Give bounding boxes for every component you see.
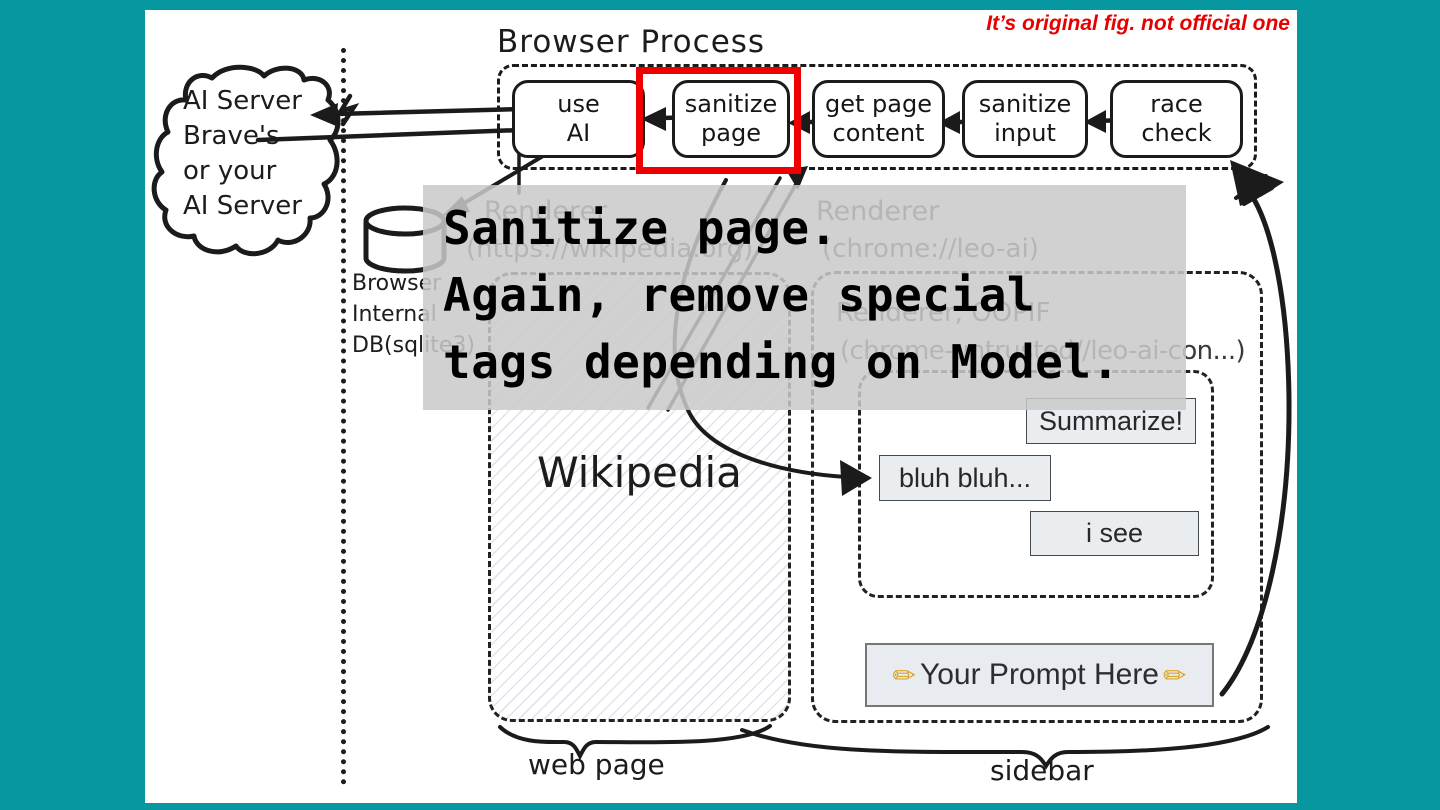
network-boundary-dotted-line bbox=[341, 48, 346, 785]
box-sanitize-page: sanitize page bbox=[672, 80, 790, 158]
pencil-icon: ✏ bbox=[1163, 659, 1187, 691]
box-use-ai-line1: use bbox=[557, 90, 600, 118]
disclaimer-note: It’s original fig. not official one bbox=[986, 12, 1290, 35]
box-sanitize-input-line2: input bbox=[994, 119, 1056, 147]
chat-bubble-bluh: bluh bluh... bbox=[879, 455, 1051, 501]
prompt-input-box: ✏ Your Prompt Here ✏ bbox=[865, 643, 1214, 707]
box-sanitize-input-line1: sanitize bbox=[978, 90, 1072, 118]
box-race-check-line2: check bbox=[1141, 119, 1212, 147]
box-race-check: race check bbox=[1110, 80, 1243, 158]
cloud-line3: or your bbox=[183, 156, 277, 186]
chat-bubble-bluh-text: bluh bluh... bbox=[898, 462, 1032, 493]
sidebar-caption: sidebar bbox=[990, 754, 1094, 787]
ai-server-cloud-label: AI Server Brave's or your AI Server bbox=[183, 84, 302, 224]
annotation-caption: Sanitize page. Again, remove special tag… bbox=[443, 195, 1120, 396]
box-race-check-line1: race bbox=[1150, 90, 1203, 118]
caption-line1: Sanitize page. bbox=[443, 201, 838, 255]
prompt-text: Your Prompt Here bbox=[919, 658, 1159, 691]
wikipedia-label: Wikipedia bbox=[537, 448, 742, 497]
browser-process-title: Browser Process bbox=[497, 24, 766, 60]
web-page-caption: web page bbox=[528, 748, 665, 781]
chat-bubble-summarize-text: Summarize! bbox=[1038, 405, 1184, 436]
box-sanitize-page-line2: page bbox=[701, 119, 761, 147]
box-get-page-content-line1: get page bbox=[825, 90, 932, 118]
sanitize-page-highlight-rect bbox=[636, 67, 801, 174]
box-use-ai-line2: AI bbox=[566, 119, 591, 147]
browser-process-frame bbox=[497, 64, 1257, 170]
box-get-page-content-line2: content bbox=[832, 119, 925, 147]
cloud-line1: AI Server bbox=[183, 86, 302, 116]
box-sanitize-input: sanitize input bbox=[962, 80, 1088, 158]
db-line2: Internal bbox=[352, 302, 437, 327]
chat-bubble-isee: i see bbox=[1030, 511, 1199, 556]
cloud-line2: Brave's bbox=[183, 121, 280, 151]
caption-line2: Again, remove special bbox=[443, 268, 1036, 322]
chat-bubble-isee-text: i see bbox=[1085, 518, 1144, 548]
annotation-overlay: Sanitize page. Again, remove special tag… bbox=[423, 185, 1186, 410]
box-get-page-content: get page content bbox=[812, 80, 945, 158]
box-use-ai: use AI bbox=[512, 80, 645, 158]
cloud-line4: AI Server bbox=[183, 191, 302, 221]
pencil-icon: ✏ bbox=[892, 659, 916, 691]
caption-line3: tags depending on Model. bbox=[443, 335, 1120, 389]
box-sanitize-page-line1: sanitize bbox=[684, 90, 778, 118]
